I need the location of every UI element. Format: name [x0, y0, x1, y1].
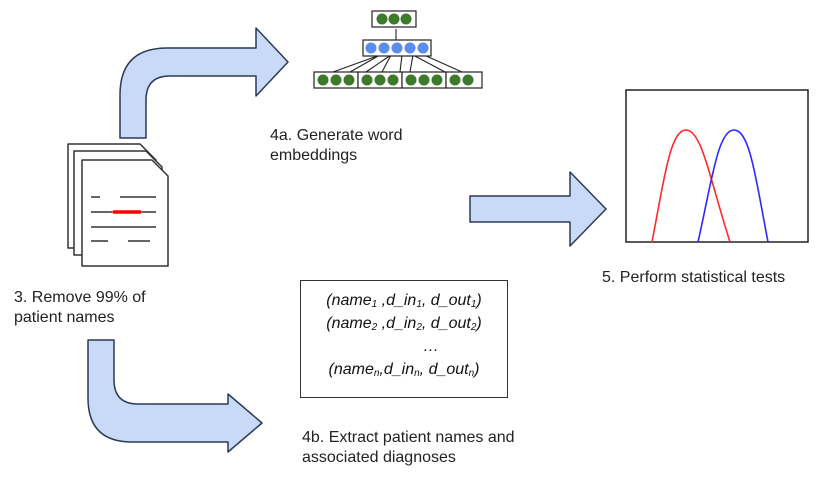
step-3-label: 3. Remove 99% of patient names	[14, 289, 146, 326]
tuple-row-n: (namen,d_inn, d_outn)	[328, 361, 480, 379]
tuple-ellipsis: …	[423, 338, 439, 355]
arrow-to-extraction	[87, 339, 263, 453]
tuple-row-2: (name2 ,d_in2, d_out2)	[326, 315, 482, 333]
red-distribution-curve	[651, 129, 731, 243]
document-stack-icon	[67, 143, 169, 267]
distribution-plot-icon	[625, 89, 809, 243]
neural-network-icon	[313, 10, 483, 89]
step-5-label: 5. Perform statistical tests	[602, 269, 786, 286]
arrow-to-embeddings	[119, 27, 289, 139]
step-4a-label: 4a. Generate word embeddings	[270, 127, 403, 164]
tuple-row-1: (name1 ,d_in1, d_out1)	[326, 292, 482, 310]
step-4b-label: 4b. Extract patient names and associated…	[302, 429, 515, 466]
arrow-to-statistics	[469, 171, 607, 247]
patient-diagnosis-tuples-box: (name1 ,d_in1, d_out1) (name2 ,d_in2, d_…	[300, 280, 508, 398]
blue-distribution-curve	[697, 129, 769, 243]
